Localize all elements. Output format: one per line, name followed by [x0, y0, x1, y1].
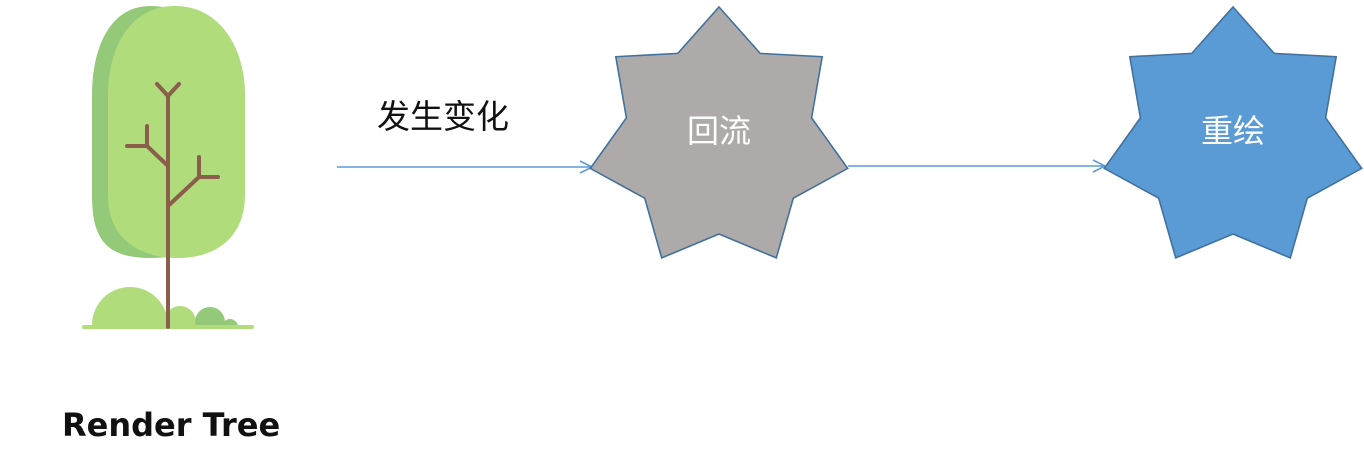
render-tree-label: Render Tree — [62, 406, 280, 444]
reflow-label: 回流 — [687, 112, 751, 150]
reflow-star-shape — [589, 5, 849, 259]
repaint-label: 重绘 — [1201, 112, 1265, 150]
tree-trunk — [125, 82, 220, 329]
reflow-node: 回流 — [589, 5, 849, 259]
tree-icon — [60, 6, 280, 386]
arrow-change-label: 发生变化 — [377, 97, 509, 136]
tree-foliage-front — [108, 6, 245, 258]
repaint-node: 重绘 — [1103, 5, 1363, 259]
repaint-star-shape — [1103, 5, 1363, 259]
